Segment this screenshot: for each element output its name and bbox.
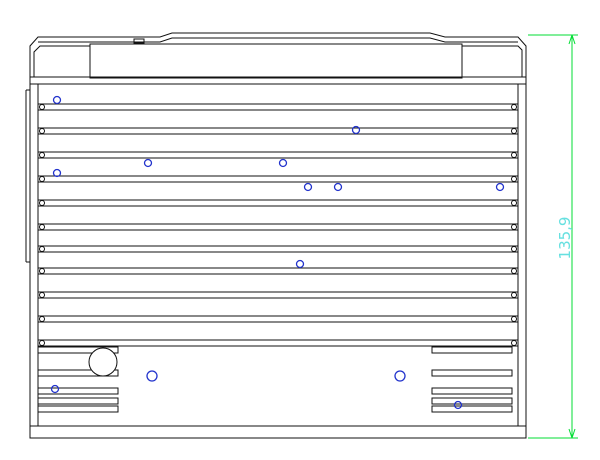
fin — [37, 175, 519, 183]
fin-end — [511, 316, 517, 322]
fin-end — [39, 200, 45, 206]
hole — [278, 158, 288, 168]
hole — [295, 259, 305, 269]
hole — [453, 400, 463, 410]
hole — [495, 182, 505, 192]
fin — [37, 151, 519, 159]
cable-gland — [88, 347, 118, 377]
fin-end — [39, 224, 45, 230]
fin — [37, 223, 519, 231]
fin-end — [39, 340, 45, 346]
hole — [52, 95, 62, 105]
hole — [394, 370, 406, 382]
fin-end — [511, 292, 517, 298]
height-dimension-label: 135,9 — [556, 217, 574, 260]
fin-end — [511, 268, 517, 274]
fin-end — [511, 224, 517, 230]
fin — [37, 339, 519, 347]
height-dimension — [528, 34, 578, 439]
fin — [37, 315, 519, 323]
fin-end — [511, 200, 517, 206]
hole — [351, 125, 361, 135]
hole — [146, 370, 158, 382]
fin-end — [511, 246, 517, 252]
fin-end — [511, 128, 517, 134]
lower-vents — [37, 346, 513, 413]
hole — [50, 384, 60, 394]
fin — [37, 127, 519, 135]
fin — [37, 291, 519, 299]
hole — [52, 168, 62, 178]
hole — [143, 158, 153, 168]
mounting-holes — [50, 95, 505, 410]
fin-end — [39, 268, 45, 274]
fin-end — [511, 104, 517, 110]
cooling-fins — [37, 103, 519, 347]
fin-end — [39, 176, 45, 182]
fin — [37, 199, 519, 207]
hole — [303, 182, 313, 192]
fin-end — [39, 292, 45, 298]
fin — [37, 267, 519, 275]
fin-end — [511, 152, 517, 158]
top-cover — [29, 32, 527, 79]
fin-end — [39, 128, 45, 134]
fin-end — [39, 104, 45, 110]
hole — [333, 182, 343, 192]
fin-end — [511, 176, 517, 182]
fin — [37, 103, 519, 111]
fin-end — [511, 340, 517, 346]
fin-end — [39, 152, 45, 158]
fin-end — [39, 246, 45, 252]
housing-body — [25, 76, 527, 439]
fin-end — [39, 316, 45, 322]
fin — [37, 245, 519, 253]
